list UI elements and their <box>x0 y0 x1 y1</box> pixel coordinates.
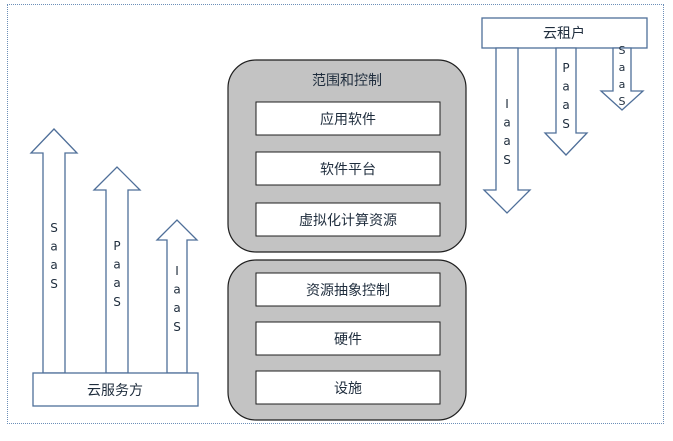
infra-item-0-box <box>255 272 441 307</box>
control-panel-title: 范围和控制 <box>312 72 382 89</box>
consumer-paas-arrow <box>543 47 589 156</box>
control-item-0: 应用软件 <box>320 111 376 128</box>
infra-item-1: 硬件 <box>334 332 362 348</box>
consumer-box <box>481 17 648 49</box>
control-item-2: 虚拟化计算资源 <box>299 213 397 229</box>
consumer-label: 云租户 <box>543 25 585 42</box>
consumer-saas-arrow <box>599 47 645 111</box>
provider-saas-arrow <box>29 128 79 374</box>
provider-iaas-arrow <box>155 219 199 374</box>
infra-item-0: 资源抽象控制 <box>306 283 390 299</box>
diagram-frame <box>7 4 664 424</box>
provider-label: 云服务方 <box>87 383 143 399</box>
provider-paas-arrow <box>92 166 142 374</box>
control-item-1: 软件平台 <box>320 162 376 178</box>
infra-item-2: 设施 <box>334 381 362 397</box>
control-item-1-box <box>255 151 441 186</box>
infra-item-2-box <box>255 370 441 405</box>
infra-item-1-box <box>255 321 441 356</box>
control-item-0-box <box>255 101 441 136</box>
provider-box <box>32 372 199 407</box>
consumer-iaas-arrow <box>482 47 532 214</box>
control-item-2-box <box>255 202 441 237</box>
